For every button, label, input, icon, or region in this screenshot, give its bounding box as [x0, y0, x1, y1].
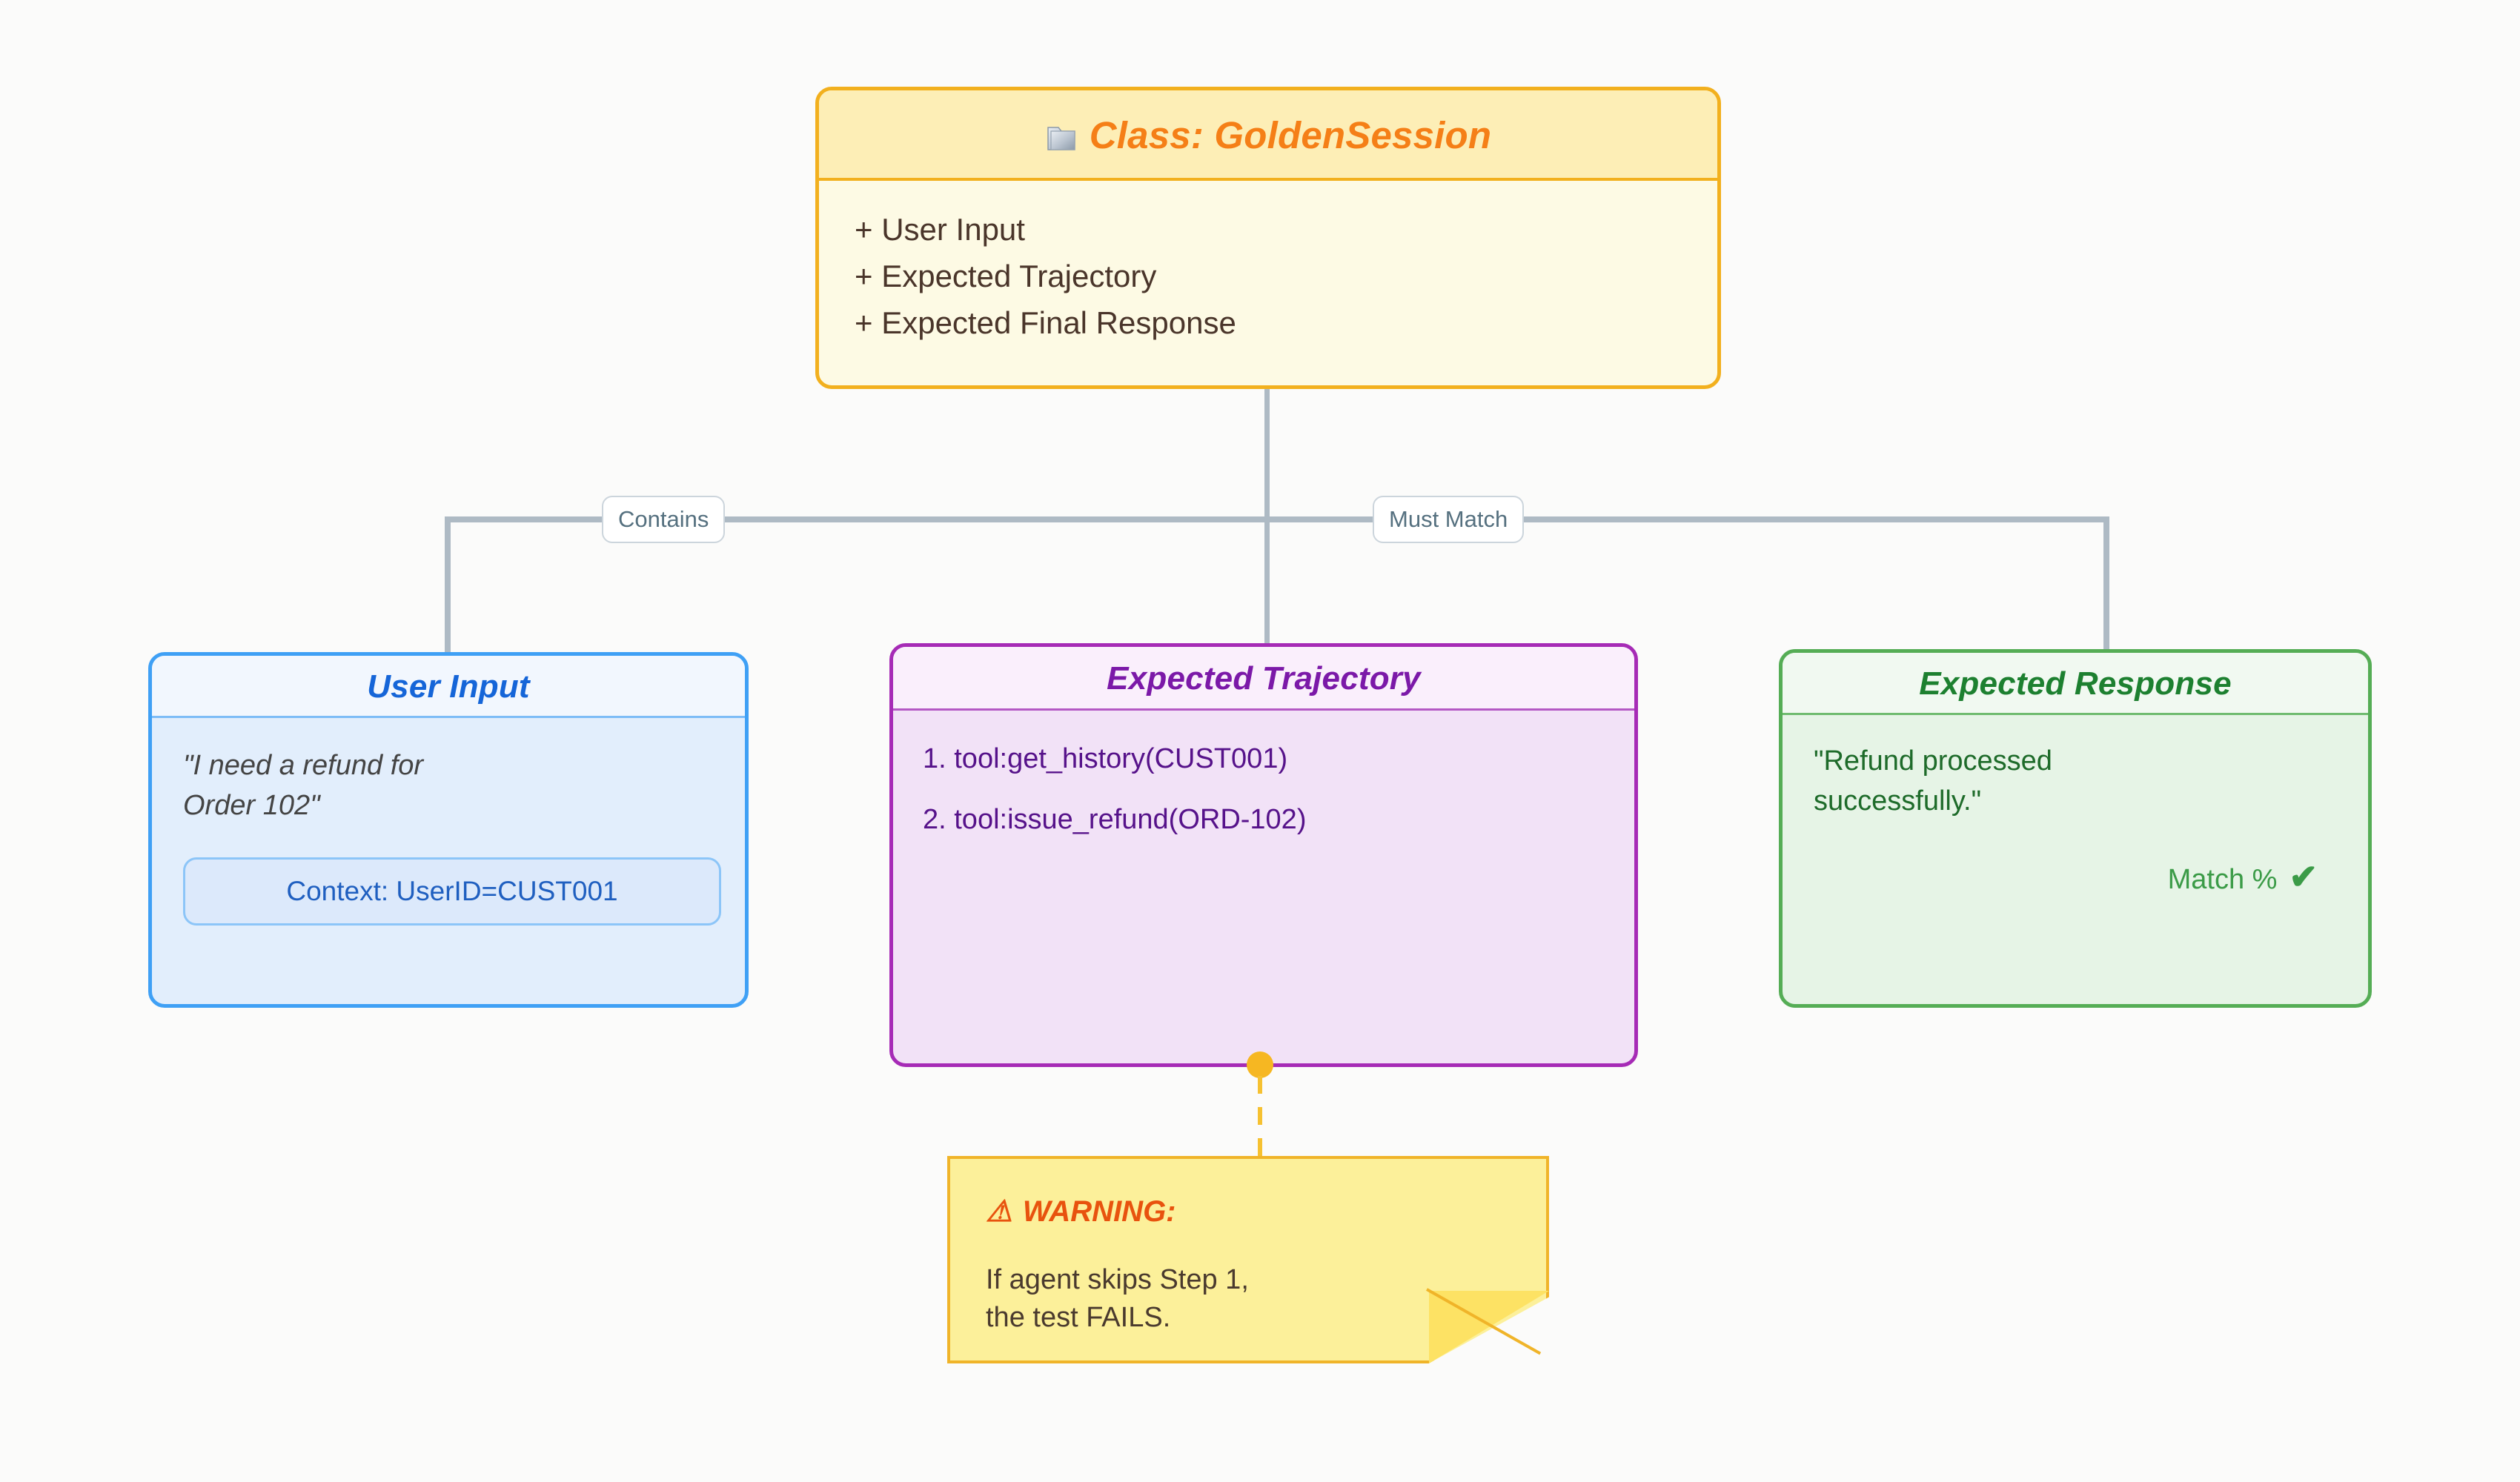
user-input-quote-line: "I need a refund for	[183, 750, 424, 781]
warning-body-line: If agent skips Step 1,	[986, 1264, 1249, 1295]
match-percent-row: Match % ✔	[1814, 853, 2338, 901]
class-attribute: + Expected Trajectory	[855, 259, 1157, 293]
response-quote-line: "Refund processed	[1814, 745, 2052, 777]
user-input-body: "I need a refund for Order 102" Context:…	[152, 718, 745, 926]
response-header: Expected Response	[1783, 653, 2368, 715]
expected-response-node[interactable]: Expected Response "Refund processed succ…	[1779, 649, 2372, 1008]
edge-drop-response	[2103, 516, 2109, 652]
edge-horizontal-bus	[445, 516, 2109, 522]
edge-label-contains: Contains	[602, 496, 726, 543]
note-anchor-dot	[1247, 1051, 1273, 1078]
class-node-title: Class: GoldenSession	[1089, 114, 1492, 156]
response-quote-line: successfully."	[1814, 785, 1982, 817]
class-attribute: + Expected Final Response	[855, 305, 1236, 340]
warning-body: If agent skips Step 1, the test FAILS.	[986, 1261, 1249, 1338]
check-icon: ✔	[2289, 857, 2318, 896]
edge-drop-user-input	[445, 516, 451, 655]
context-chip[interactable]: Context: UserID=CUST001	[183, 857, 721, 926]
warning-title: ⚠ WARNING:	[986, 1194, 1176, 1229]
edge-drop-trajectory	[1264, 516, 1270, 646]
note-dashed-link	[1258, 1076, 1262, 1159]
edge-label-must-match: Must Match	[1373, 496, 1525, 543]
class-attribute: + User Input	[855, 212, 1025, 247]
trajectory-step: 2. tool:issue_refund(ORD-102)	[923, 804, 1307, 835]
class-node-goldensession[interactable]: Class: GoldenSession + User Input + Expe…	[815, 87, 1721, 389]
expected-trajectory-node[interactable]: Expected Trajectory 1. tool:get_history(…	[889, 643, 1638, 1067]
warning-triangle-icon: ⚠	[986, 1195, 1012, 1228]
class-node-attributes: + User Input + Expected Trajectory + Exp…	[819, 181, 1717, 346]
trajectory-body: 1. tool:get_history(CUST001) 2. tool:iss…	[893, 711, 1634, 834]
trajectory-header: Expected Trajectory	[893, 647, 1634, 711]
response-body: "Refund processed successfully." Match %…	[1783, 715, 2368, 901]
user-input-header: User Input	[152, 656, 745, 718]
class-node-header: Class: GoldenSession	[819, 90, 1717, 181]
user-input-node[interactable]: User Input "I need a refund for Order 10…	[148, 652, 749, 1008]
match-percent-label: Match %	[2167, 863, 2278, 895]
edge-class-stem	[1264, 389, 1270, 522]
warning-body-line: the test FAILS.	[986, 1302, 1171, 1334]
folder-icon	[1045, 98, 1079, 188]
warning-title-text: WARNING:	[1022, 1195, 1176, 1228]
trajectory-step: 1. tool:get_history(CUST001)	[923, 743, 1288, 774]
user-input-quote-line: Order 102"	[183, 789, 320, 821]
